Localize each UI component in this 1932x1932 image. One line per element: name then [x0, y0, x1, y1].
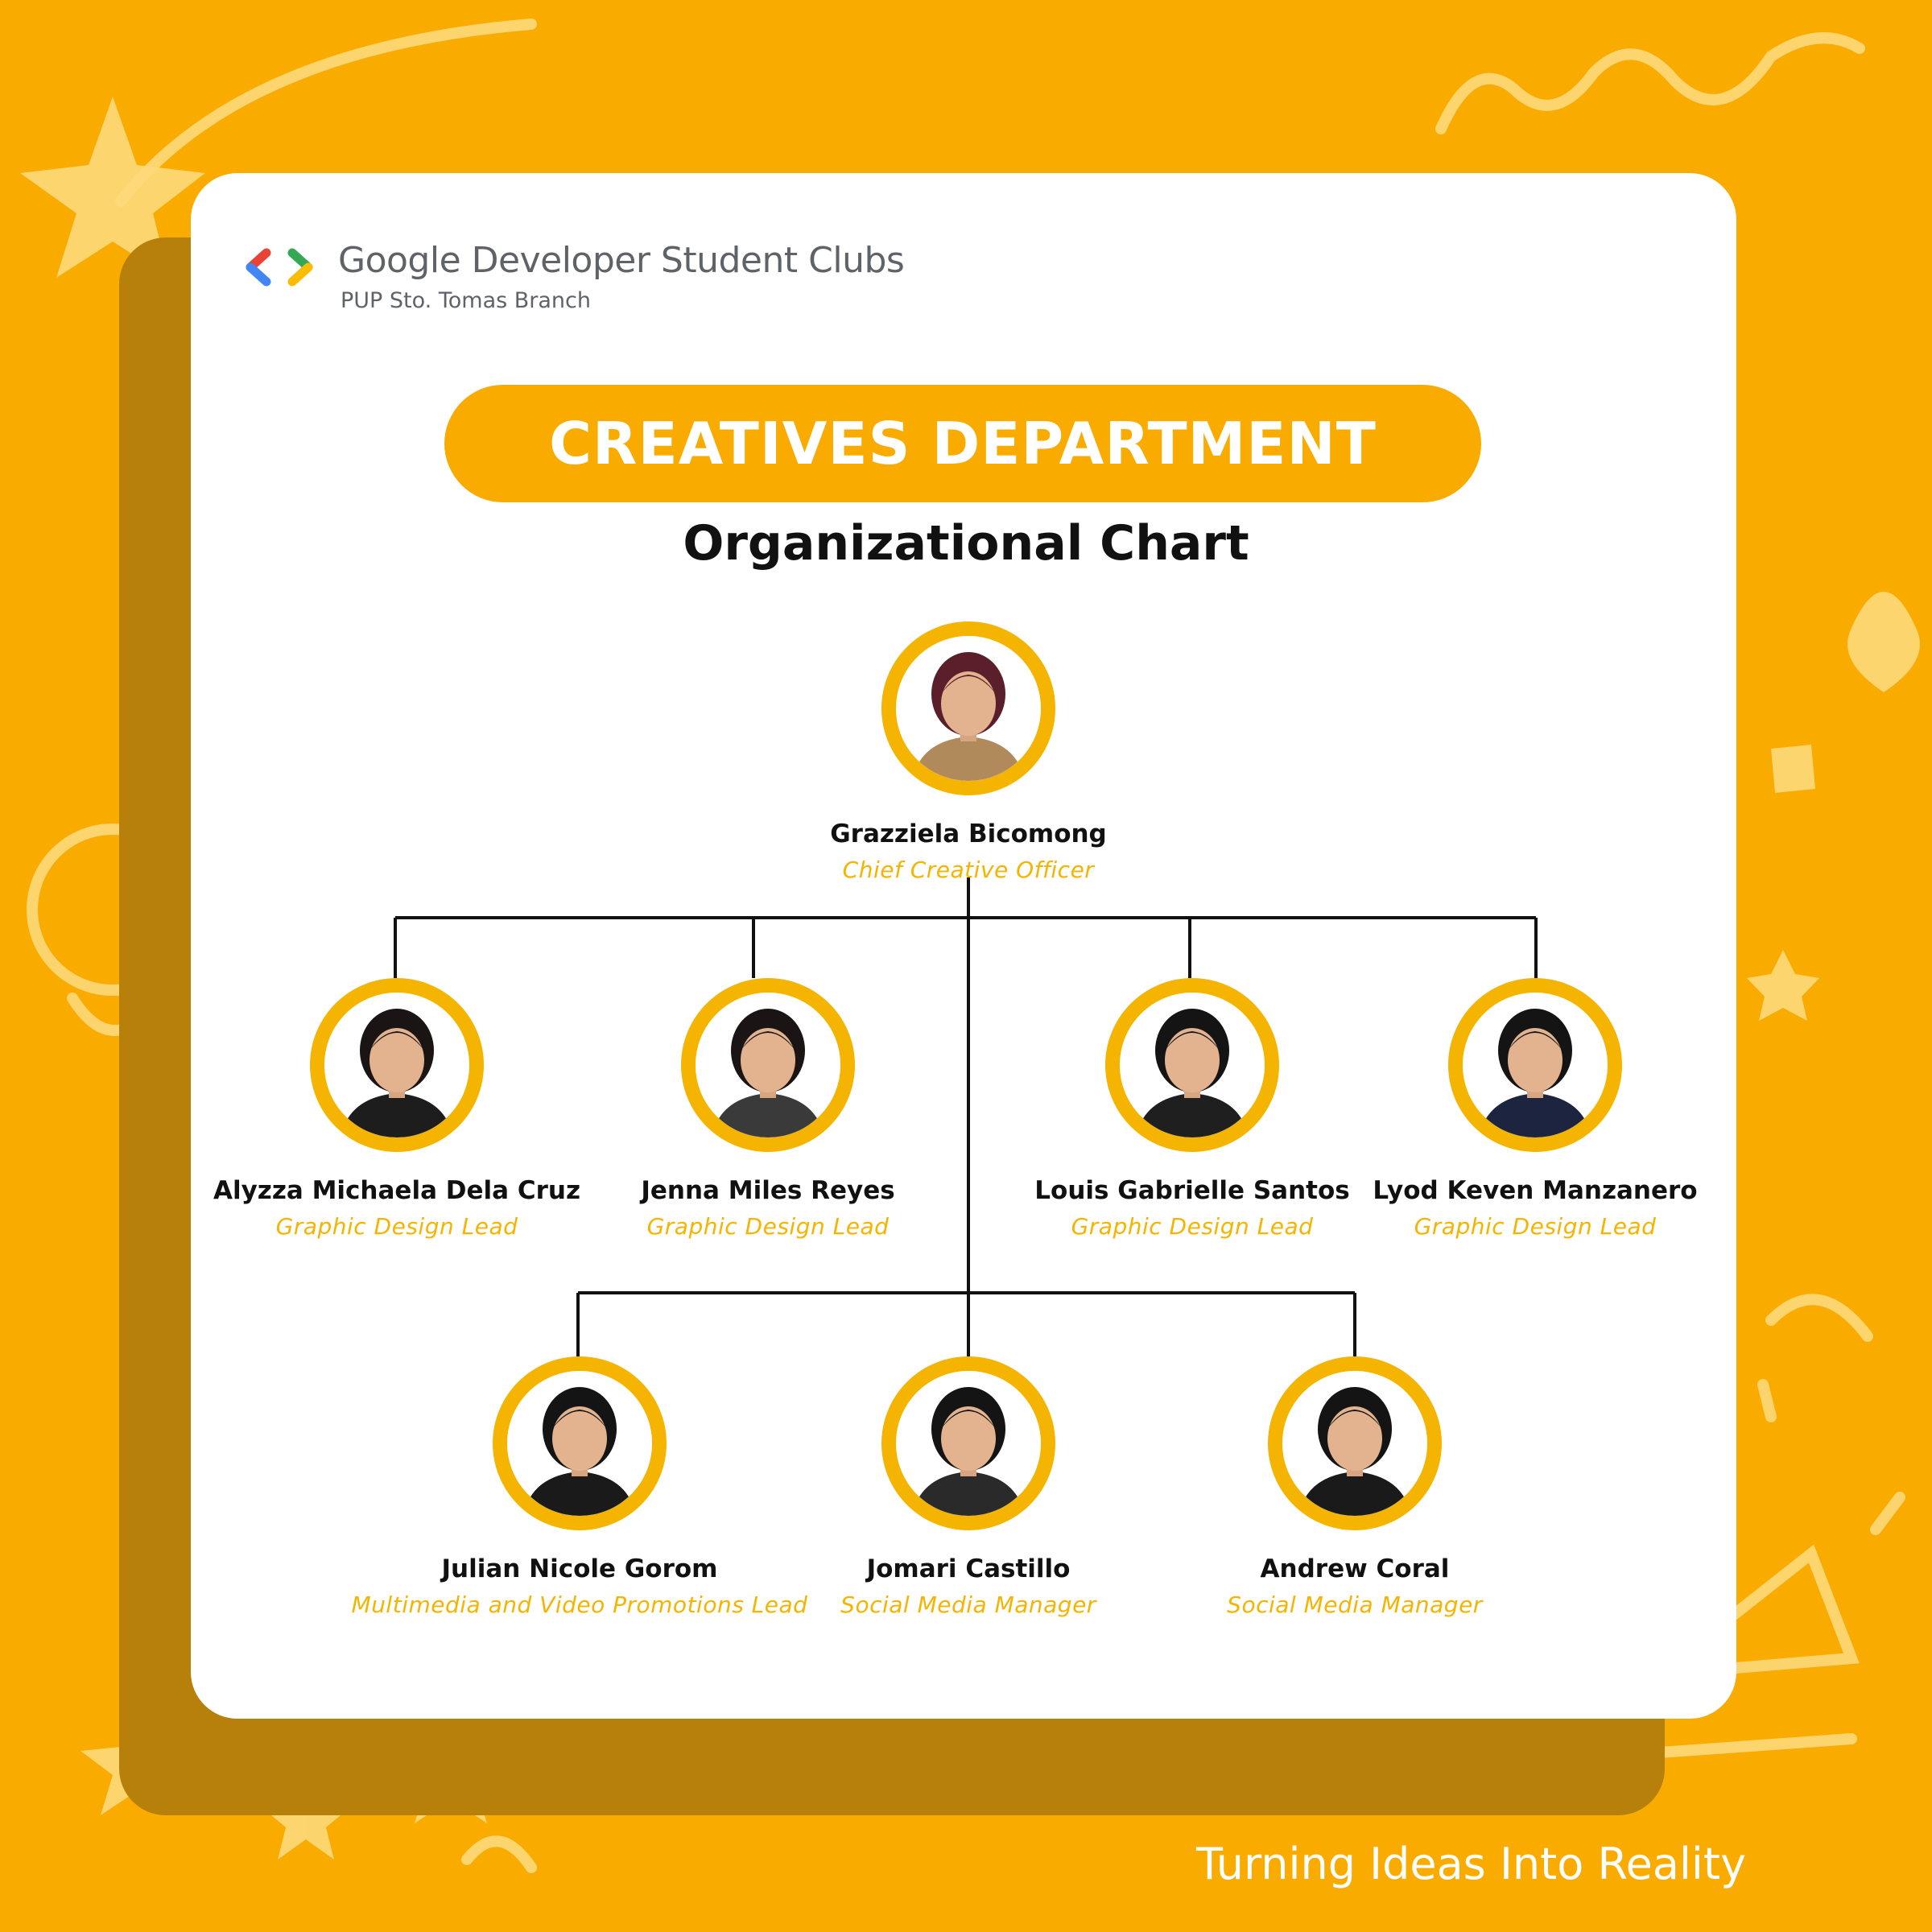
- brand-title: Google Developer Student Clubs: [338, 240, 905, 281]
- department-title: CREATIVES DEPARTMENT: [549, 410, 1377, 477]
- member-name: Jenna Miles Reyes: [641, 1176, 895, 1205]
- avatar: [493, 1356, 667, 1530]
- member-card: Lyod Keven Manzanero Graphic Design Lead: [1286, 978, 1785, 1240]
- member-role: Social Media Manager: [840, 1591, 1096, 1618]
- member-card: Grazziela Bicomong Chief Creative Office…: [719, 621, 1218, 883]
- member-card: Jenna Miles Reyes Graphic Design Lead: [518, 978, 1018, 1240]
- avatar: [1105, 978, 1279, 1152]
- portrait-icon: [324, 993, 469, 1137]
- member-name: Jomari Castillo: [866, 1554, 1071, 1583]
- portrait-icon: [896, 636, 1041, 781]
- member-card: Andrew Coral Social Media Manager: [1105, 1356, 1604, 1618]
- member-name: Louis Gabrielle Santos: [1034, 1176, 1350, 1205]
- member-name: Alyzza Michaela Dela Cruz: [213, 1176, 581, 1205]
- member-role: Multimedia and Video Promotions Lead: [351, 1591, 808, 1618]
- portrait-icon: [896, 1371, 1041, 1516]
- avatar: [681, 978, 855, 1152]
- member-name: Grazziela Bicomong: [830, 819, 1107, 848]
- member-name: Lyod Keven Manzanero: [1373, 1176, 1698, 1205]
- avatar: [881, 621, 1055, 795]
- avatar: [881, 1356, 1055, 1530]
- department-banner: CREATIVES DEPARTMENT: [444, 385, 1481, 502]
- member-card: Louis Gabrielle Santos Graphic Design Le…: [943, 978, 1442, 1240]
- avatar: [1448, 978, 1622, 1152]
- chart-title: Organizational Chart: [683, 515, 1249, 572]
- member-role: Graphic Design Lead: [646, 1213, 890, 1240]
- avatar: [1268, 1356, 1442, 1530]
- member-role: Chief Creative Officer: [842, 857, 1095, 883]
- portrait-icon: [507, 1371, 652, 1516]
- member-role: Graphic Design Lead: [275, 1213, 518, 1240]
- member-role: Graphic Design Lead: [1414, 1213, 1657, 1240]
- portrait-icon: [1120, 993, 1265, 1137]
- tagline: Turning Ideas Into Reality: [1196, 1839, 1747, 1889]
- member-role: Graphic Design Lead: [1071, 1213, 1314, 1240]
- portrait-icon: [1463, 993, 1608, 1137]
- member-role: Social Media Manager: [1227, 1591, 1483, 1618]
- member-card: Jomari Castillo Social Media Manager: [719, 1356, 1218, 1618]
- member-card: Alyzza Michaela Dela Cruz Graphic Design…: [147, 978, 646, 1240]
- brand-subtitle: PUP Sto. Tomas Branch: [341, 288, 592, 313]
- portrait-icon: [1282, 1371, 1427, 1516]
- gdsc-brackets-icon: [246, 248, 313, 287]
- member-card: Julian Nicole Gorom Multimedia and Video…: [330, 1356, 829, 1618]
- gdsc-logo: Google Developer Student Clubs PUP Sto. …: [246, 240, 1051, 316]
- member-name: Andrew Coral: [1260, 1554, 1450, 1583]
- star-doodle: [20, 97, 205, 278]
- portrait-icon: [696, 993, 840, 1137]
- avatar: [310, 978, 484, 1152]
- member-name: Julian Nicole Gorom: [441, 1554, 718, 1583]
